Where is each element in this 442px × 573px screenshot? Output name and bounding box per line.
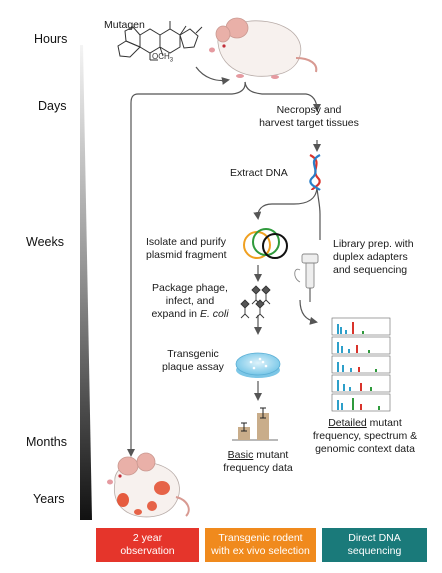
mutagen-label: Mutagen (104, 19, 145, 31)
basic-line-1: Basic mutant (221, 449, 295, 462)
transgenic-line-1: Transgenic (167, 348, 219, 360)
isolate-label: Isolate and purify plasmid fragment (146, 236, 227, 262)
pipette-icon (294, 253, 319, 302)
basic-bar-chart-icon (232, 407, 278, 441)
methoxy-group-subscript: 3 (169, 57, 174, 64)
necropsy-line-2: harvest target tissues (259, 117, 359, 129)
footer-box3-line-1: Direct DNA (348, 532, 401, 544)
extract-dna-label: Extract DNA (230, 167, 288, 179)
footer-box-two-year-observation: 2 year observation (96, 528, 199, 562)
library-line-3: and sequencing (333, 264, 408, 276)
mutagen-molecule-icon (117, 21, 203, 61)
timeline-label-weeks: Weeks (26, 235, 64, 249)
package-line-2: infect, and (165, 295, 215, 307)
basic-rest: mutant (253, 449, 289, 461)
detailed-line-1: Detailed mutant (298, 417, 432, 430)
footer-box2-line-2: with ex vivo selection (211, 545, 310, 557)
transgenic-line-2: plaque assay (162, 361, 224, 373)
basic-word: Basic (227, 449, 254, 461)
timeline-wedge (80, 45, 92, 520)
sequencing-peaks (337, 322, 380, 410)
package-label: Package phage, infect, and expand in E. … (138, 282, 242, 321)
isolate-line-1: Isolate and purify (146, 236, 226, 248)
detailed-data-label: Detailed mutant frequency, spectrum & ge… (298, 417, 432, 456)
timeline-label-days: Days (38, 99, 67, 113)
footer-box-transgenic-rodent: Transgenic rodent with ex vivo selection (205, 528, 316, 562)
methoxy-group-text: OCH (152, 52, 170, 61)
plasmid-rings-icon (243, 228, 288, 259)
detailed-line-2: frequency, spectrum & (312, 430, 418, 442)
footer-box1-line-2: observation (120, 545, 175, 557)
detailed-line-3: genomic context data (315, 443, 415, 455)
petri-dish-icon (235, 352, 281, 378)
package-line-1: Package phage, (152, 282, 228, 294)
necropsy-line-1: Necropsy and (276, 104, 342, 116)
library-line-1: Library prep. with (333, 238, 414, 250)
library-prep-label: Library prep. with duplex adapters and s… (333, 238, 414, 277)
detailed-word: Detailed (328, 417, 367, 429)
methoxy-group-label: OCH3 (152, 52, 173, 64)
package-line-3: expand in E. coli (138, 308, 242, 321)
footer-box2-line-1: Transgenic rodent (218, 532, 303, 544)
ecoli-name: E. coli (199, 308, 229, 320)
dna-helix-icon (309, 154, 321, 191)
transgenic-assay-label: Transgenic plaque assay (158, 348, 228, 374)
flow-arrows (127, 66, 321, 457)
mouse-bottom-icon (107, 452, 190, 518)
phage-icons (240, 285, 271, 319)
isolate-line-2: plasmid fragment (146, 249, 227, 261)
footer-box3-line-2: sequencing (347, 545, 402, 557)
basic-line-2: frequency data (223, 462, 293, 474)
footer-box-direct-dna-sequencing: Direct DNA sequencing (322, 528, 427, 562)
library-line-2: duplex adapters (333, 251, 408, 263)
basic-data-label: Basic mutant frequency data (221, 449, 295, 475)
timeline-label-years: Years (33, 492, 65, 506)
mouse-top-icon (209, 17, 318, 79)
detailed-rest: mutant (366, 417, 402, 429)
timeline-label-hours: Hours (34, 32, 68, 46)
necropsy-label: Necropsy and harvest target tissues (246, 104, 372, 130)
footer-box1-line-1: 2 year (132, 532, 163, 544)
timeline-label-months: Months (26, 435, 67, 449)
package-line-3-prefix: expand in (151, 308, 200, 320)
